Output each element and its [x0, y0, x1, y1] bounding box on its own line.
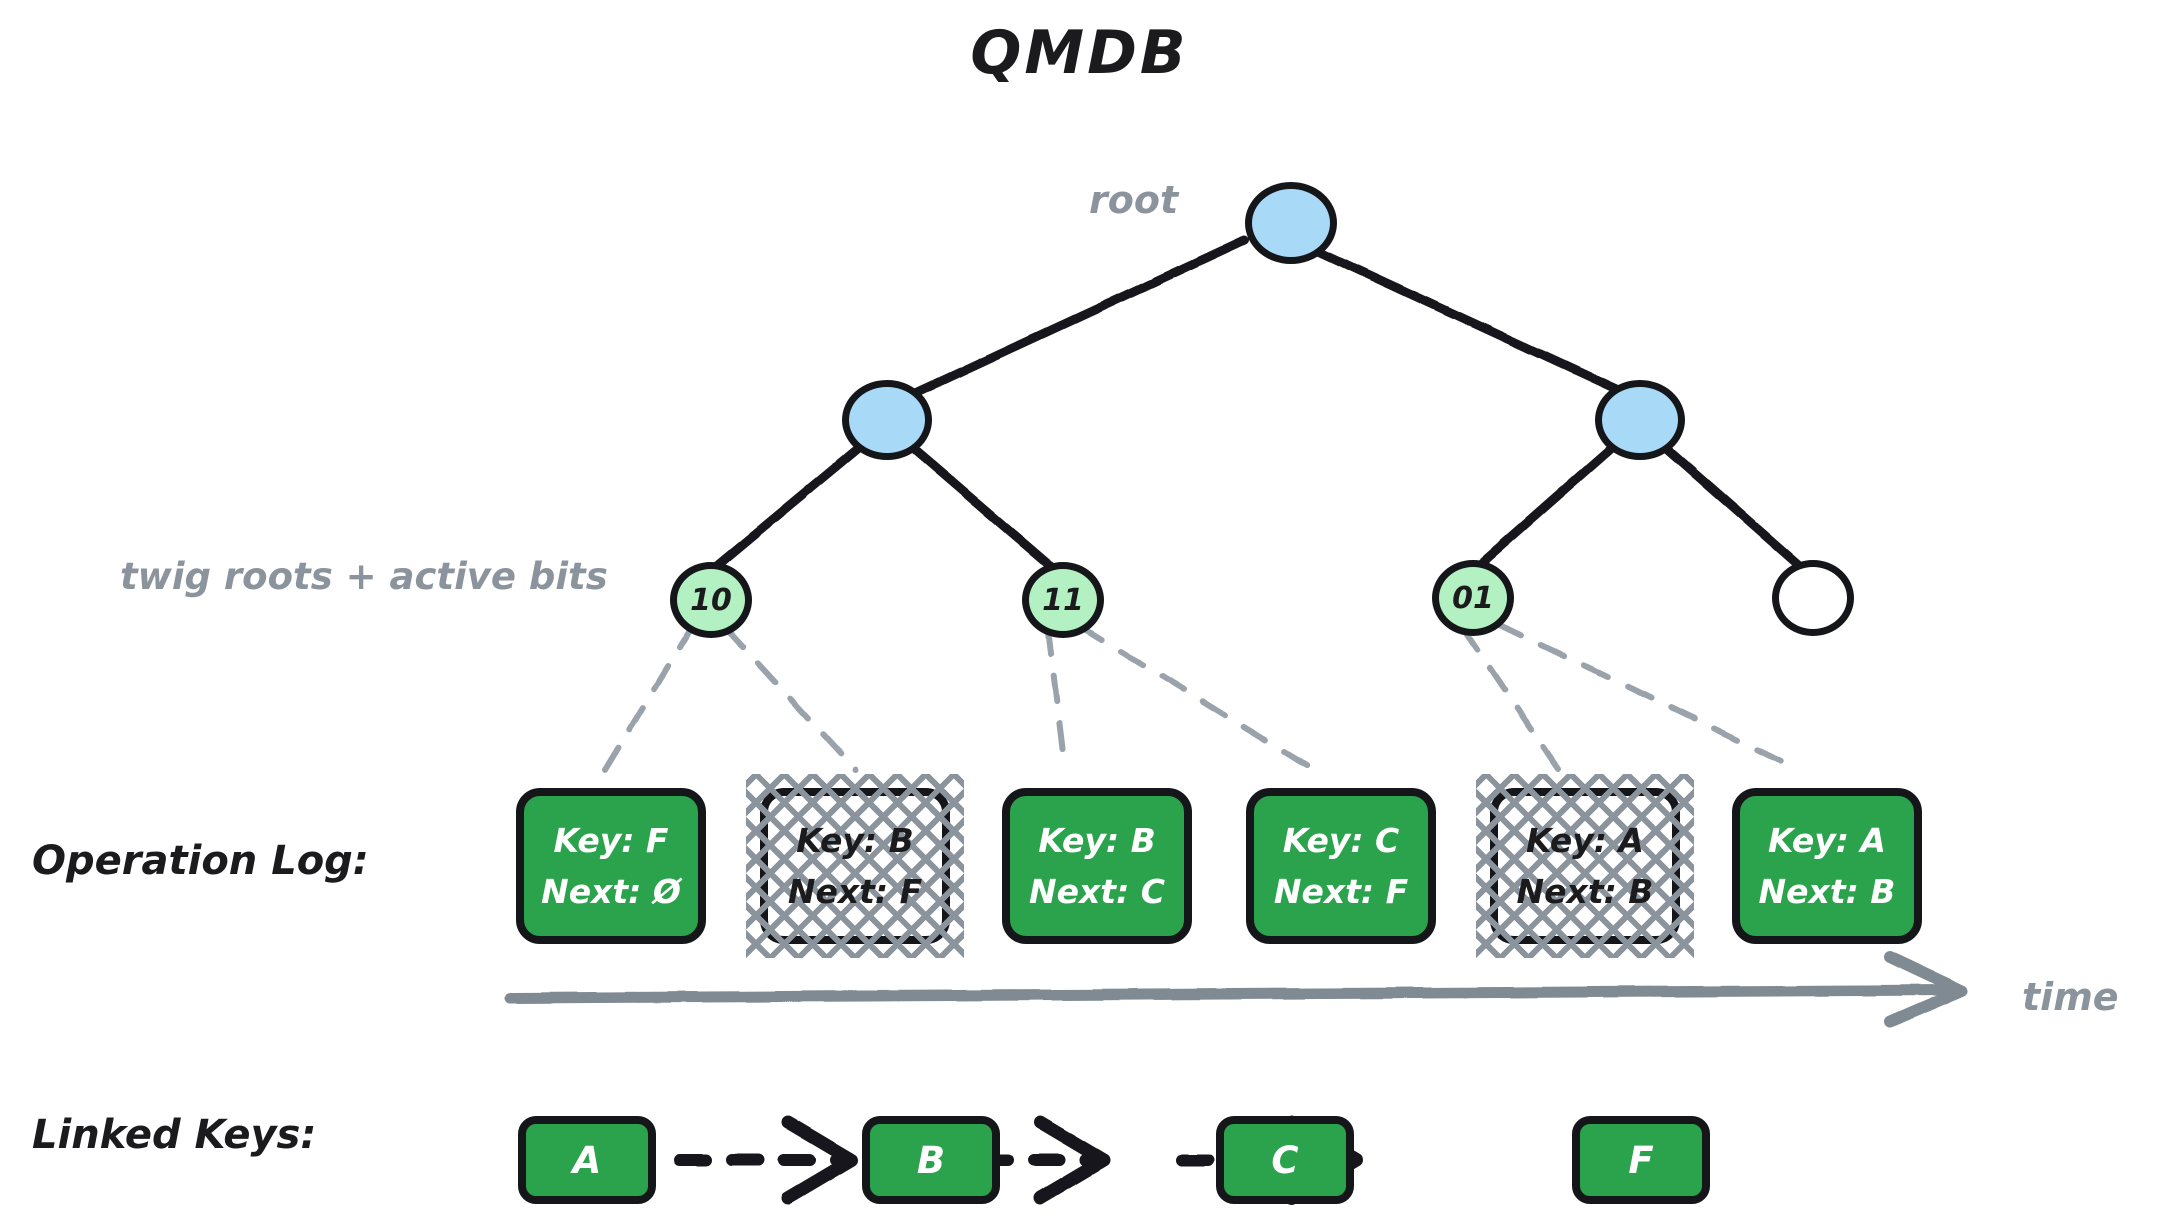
oplog-key: Key: F — [553, 821, 669, 860]
operation-log-label: Operation Log: — [32, 838, 369, 884]
tree-edges — [707, 235, 1815, 580]
linked-key-card[interactable]: B — [862, 1116, 1000, 1204]
oplog-key: Key: A — [1526, 821, 1644, 860]
linked-key-label: F — [1628, 1138, 1654, 1182]
oplog-card[interactable]: Key: B Next: F — [746, 774, 964, 958]
oplog-card[interactable]: Key: F Next: Ø — [516, 788, 706, 944]
oplog-next: Next: C — [1029, 872, 1165, 911]
oplog-next: Next: F — [1273, 872, 1409, 911]
oplog-key: Key: A — [1768, 821, 1886, 860]
tree-node-root[interactable] — [1245, 182, 1337, 264]
inactive-hatch-pattern — [746, 774, 964, 958]
oplog-key: Key: C — [1282, 821, 1400, 860]
linked-key-card[interactable]: F — [1572, 1116, 1710, 1204]
oplog-next: Next: B — [1758, 872, 1896, 911]
oplog-next: Next: F — [787, 872, 923, 911]
linked-key-card[interactable]: A — [518, 1116, 656, 1204]
tree-node-twig-01[interactable]: 01 — [1432, 560, 1514, 636]
oplog-card[interactable]: Key: B Next: C — [1002, 788, 1192, 944]
oplog-key: Key: B — [796, 821, 914, 860]
root-label: root — [1089, 178, 1179, 222]
tree-node-label: 10 — [690, 582, 732, 618]
oplog-next: Next: Ø — [541, 872, 681, 911]
tree-node-label: 01 — [1452, 580, 1494, 616]
linked-key-label: B — [916, 1138, 946, 1182]
oplog-card[interactable]: Key: C Next: F — [1246, 788, 1436, 944]
oplog-card[interactable]: Key: A Next: B — [1476, 774, 1694, 958]
tree-node-label: 11 — [1042, 582, 1084, 618]
linked-key-card[interactable]: C — [1216, 1116, 1354, 1204]
oplog-card[interactable]: Key: A Next: B — [1732, 788, 1922, 944]
time-axis-arrow — [504, 951, 1968, 1028]
tree-node-twig-11[interactable]: 11 — [1022, 562, 1104, 638]
tree-node-twig-empty[interactable] — [1772, 560, 1854, 636]
linked-key-label: A — [572, 1138, 602, 1182]
tree-node-internal-left[interactable] — [842, 380, 932, 460]
twig-to-log-connectors — [601, 621, 1803, 775]
oplog-key: Key: B — [1038, 821, 1156, 860]
time-axis-label: time — [2022, 975, 2119, 1019]
twig-roots-label: twig roots + active bits — [120, 555, 608, 598]
tree-node-twig-10[interactable]: 10 — [670, 562, 752, 638]
linked-key-label: C — [1271, 1138, 1299, 1182]
tree-node-internal-right[interactable] — [1595, 380, 1685, 460]
page-title: QMDB — [970, 18, 1189, 88]
inactive-hatch-pattern — [1476, 774, 1694, 958]
oplog-next: Next: B — [1516, 872, 1654, 911]
linked-keys-label: Linked Keys: — [32, 1112, 317, 1158]
